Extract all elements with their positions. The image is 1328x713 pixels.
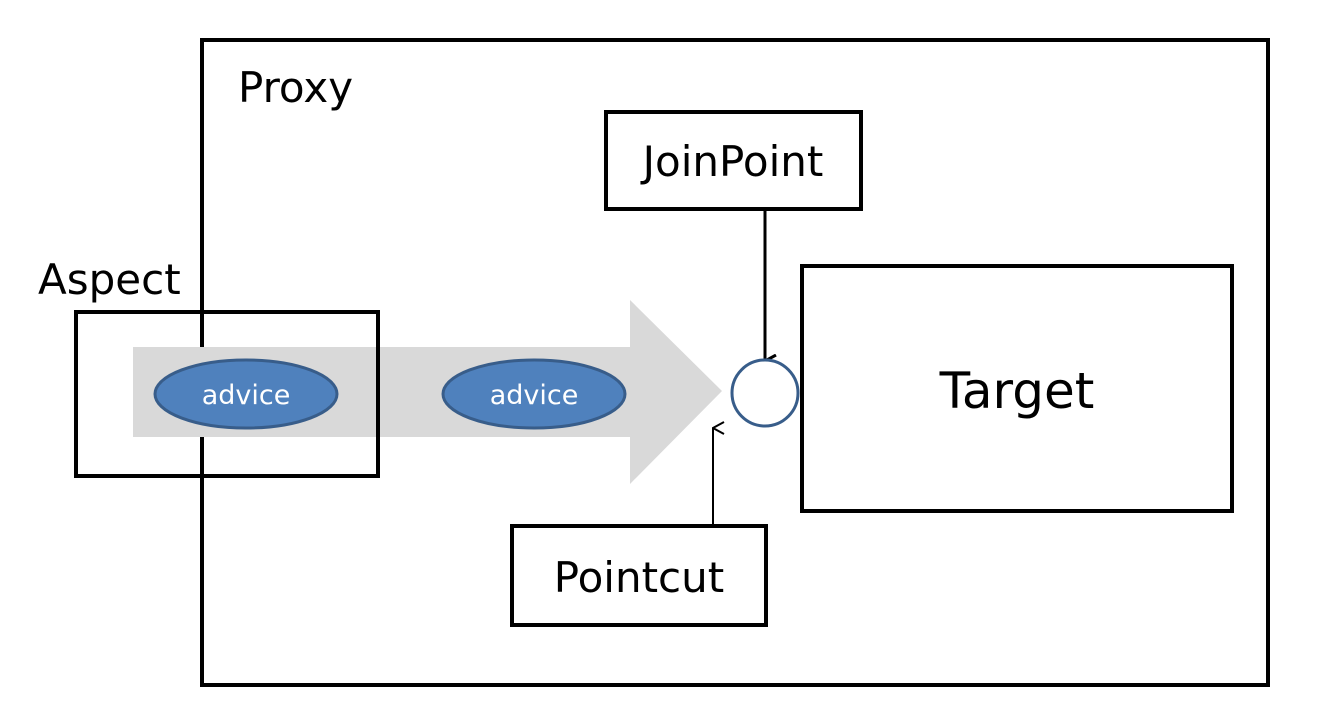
- pointcut-box: [510, 524, 768, 627]
- target-box: [800, 264, 1234, 513]
- aspect-label: Aspect: [38, 255, 181, 304]
- proxy-label: Proxy: [238, 63, 353, 112]
- aspect-box: [74, 310, 380, 478]
- advice-ellipse-aspect: [153, 358, 339, 430]
- joinpoint-circle: [730, 358, 800, 428]
- advice-flow-arrow: [133, 300, 722, 484]
- target-label: Target: [939, 362, 1095, 420]
- advice-label-proxy: advice: [490, 380, 579, 411]
- advice-label-aspect: advice: [202, 380, 291, 411]
- pointcut-label: Pointcut: [554, 553, 724, 602]
- advice-ellipse-proxy: [441, 358, 627, 430]
- joinpoint-label: JoinPoint: [640, 137, 824, 186]
- joinpoint-box: [604, 110, 863, 211]
